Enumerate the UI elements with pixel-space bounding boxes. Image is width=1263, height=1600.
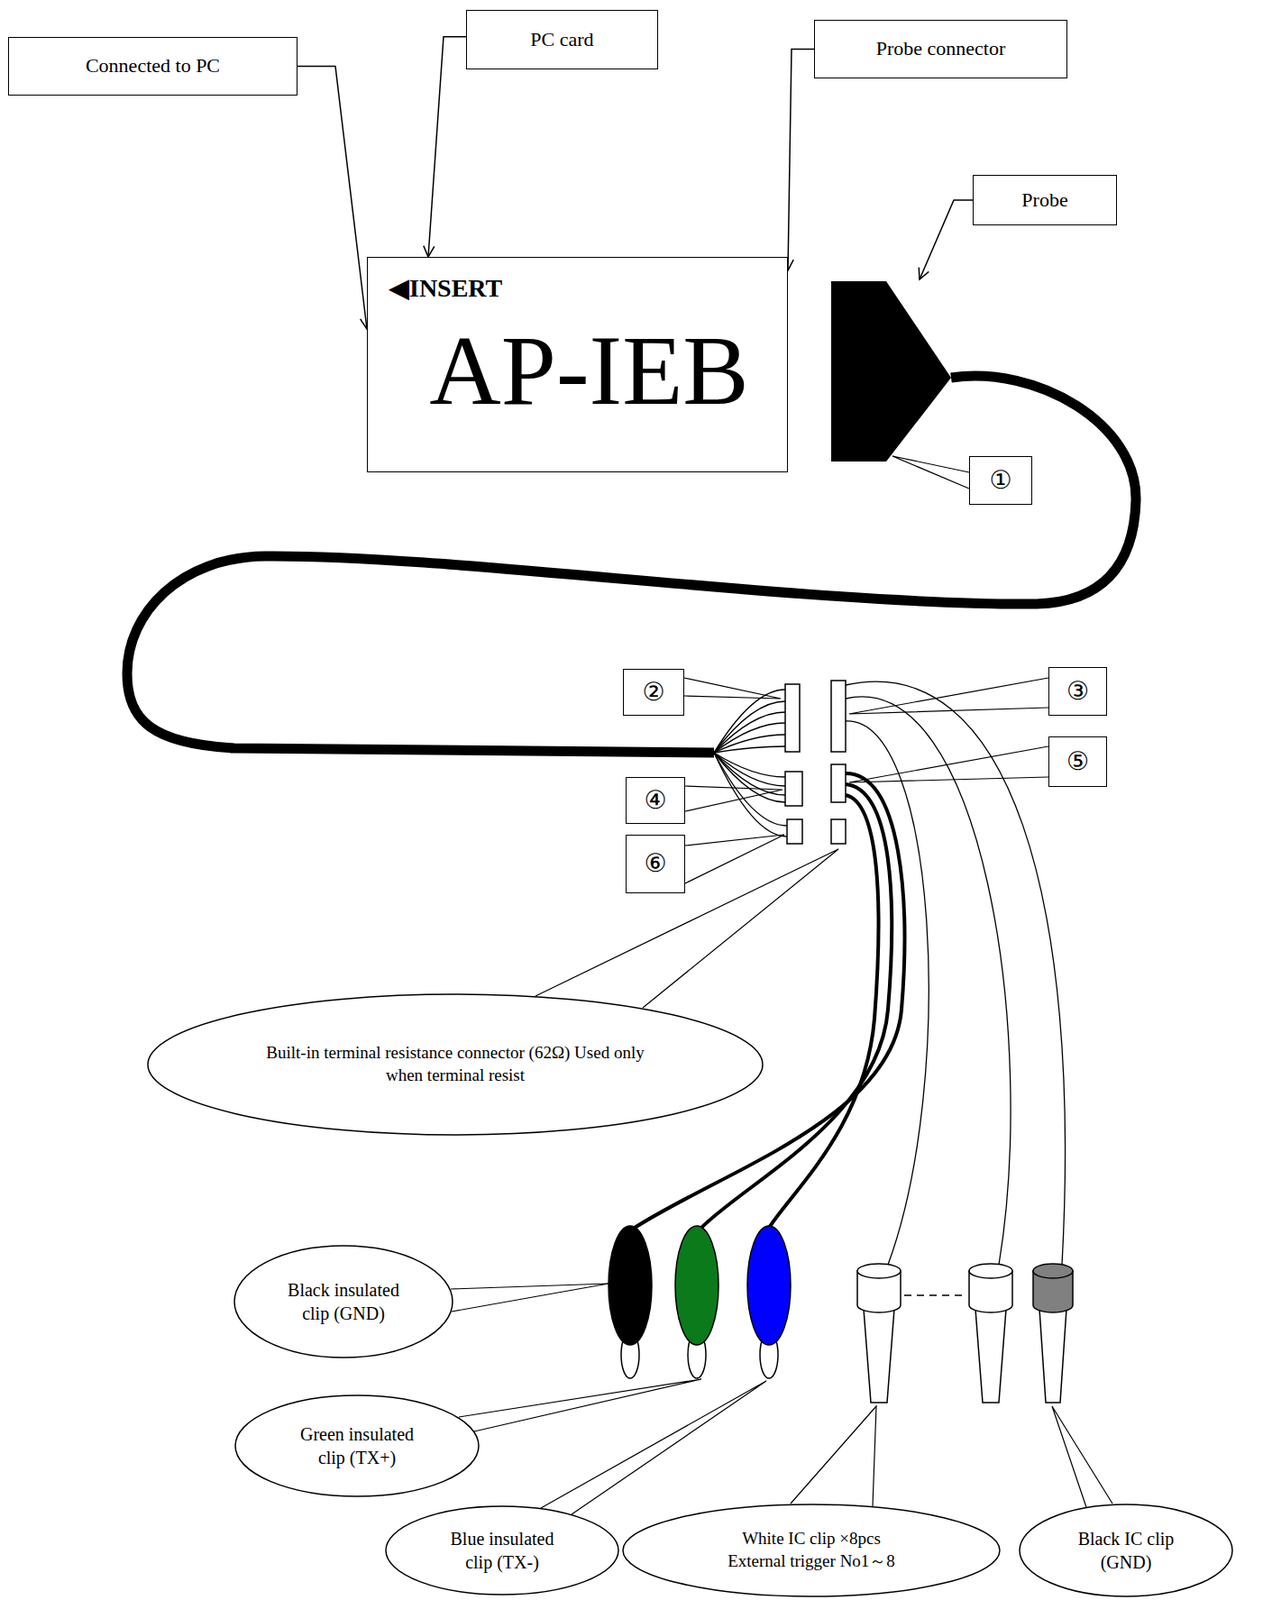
label-text: Connected to PC bbox=[85, 53, 220, 80]
ellipse-shape bbox=[234, 1245, 453, 1358]
card-name: AP-IEB bbox=[391, 320, 788, 421]
connector-2 bbox=[785, 684, 800, 752]
connector-6 bbox=[787, 819, 803, 844]
terminal-resistor-connector bbox=[831, 819, 846, 844]
label-text: Probe connector bbox=[876, 36, 1007, 63]
leader-line bbox=[892, 456, 970, 489]
callout-ellipse: Black IC clip (GND) bbox=[1018, 1503, 1234, 1598]
wire bbox=[713, 723, 786, 753]
label-box: Connected to PC bbox=[8, 36, 298, 96]
callout-ellipse: Green insulated clip (TX+) bbox=[234, 1394, 480, 1498]
note-ellipse: Built-in terminal resistance connector (… bbox=[146, 993, 764, 1136]
ellipse-shape bbox=[385, 1506, 619, 1595]
pointer-arrow bbox=[787, 49, 815, 272]
wire bbox=[701, 784, 892, 1228]
pointer-arrow bbox=[297, 66, 367, 330]
ic-clip-body bbox=[1039, 1308, 1067, 1403]
leader-line bbox=[540, 1381, 767, 1515]
callout-number: ② bbox=[622, 668, 685, 716]
wire bbox=[768, 795, 879, 1228]
label-box: PC card bbox=[466, 9, 659, 70]
wire bbox=[713, 712, 786, 753]
label-text: ⑥ bbox=[643, 847, 667, 880]
label-box: Probe connector bbox=[814, 19, 1068, 79]
leader-line bbox=[458, 1379, 702, 1432]
leader-line bbox=[849, 677, 1049, 714]
callout-text: Blue insulated clip (TX-) bbox=[439, 1527, 566, 1575]
ellipse-outline bbox=[234, 1394, 480, 1498]
connector-3 bbox=[831, 680, 846, 752]
ellipse-shape bbox=[235, 1395, 479, 1497]
green-clip bbox=[675, 1226, 719, 1346]
black-clip bbox=[608, 1226, 652, 1346]
blue-clip bbox=[747, 1226, 791, 1346]
label-text: Probe bbox=[1021, 187, 1068, 214]
insert-label: ◀INSERT bbox=[389, 272, 503, 305]
leader-line bbox=[685, 786, 783, 812]
wire bbox=[713, 752, 786, 803]
callout-text: White IC clip ×8pcs External trigger No1… bbox=[712, 1528, 911, 1573]
wire bbox=[713, 689, 786, 753]
ellipse-outline bbox=[233, 1244, 454, 1359]
ellipse-shape bbox=[1019, 1504, 1233, 1597]
probe-body bbox=[831, 281, 887, 462]
ellipse-outline bbox=[1018, 1503, 1234, 1598]
ic-clip-top bbox=[857, 1263, 901, 1279]
label-text: ② bbox=[641, 676, 665, 709]
callout-text: Built-in terminal resistance connector (… bbox=[261, 1042, 650, 1087]
label-text: ③ bbox=[1066, 675, 1090, 708]
leader-line bbox=[684, 677, 781, 699]
callout-ellipse: White IC clip ×8pcs External trigger No1… bbox=[622, 1503, 1001, 1598]
ellipse-outline bbox=[146, 993, 764, 1136]
callout-text: Black IC clip (GND) bbox=[1067, 1527, 1185, 1575]
ellipse-shape bbox=[147, 994, 763, 1135]
ic-clip-top bbox=[969, 1263, 1013, 1279]
leader-line bbox=[450, 1283, 609, 1312]
label-text: ④ bbox=[643, 784, 667, 817]
label-text: PC card bbox=[530, 27, 594, 54]
ellipse-outline bbox=[384, 1505, 620, 1596]
callout-number: ④ bbox=[625, 777, 686, 824]
ic-clip-body bbox=[863, 1308, 895, 1403]
wire bbox=[713, 734, 786, 753]
callout-number: ③ bbox=[1048, 667, 1108, 716]
leader-line bbox=[1052, 1406, 1113, 1508]
callout-text: Black insulated clip (GND) bbox=[275, 1278, 412, 1326]
wire bbox=[713, 752, 786, 787]
leader-line bbox=[849, 746, 1049, 783]
leader-line bbox=[919, 200, 973, 280]
dashed-line bbox=[904, 1294, 967, 1297]
wire bbox=[713, 701, 786, 753]
leader-line bbox=[685, 834, 785, 884]
label-box: Probe bbox=[972, 174, 1117, 226]
pc-card: ◀INSERT AP-IEB bbox=[366, 256, 788, 473]
callout-number: ① bbox=[969, 456, 1033, 505]
connector-4 bbox=[785, 771, 803, 806]
pointer-arrow bbox=[428, 36, 467, 257]
probe-taper bbox=[886, 281, 952, 462]
ellipse-shape bbox=[622, 1504, 1000, 1597]
wire bbox=[713, 752, 788, 837]
callout-number: ⑥ bbox=[625, 834, 686, 894]
label-text: ① bbox=[988, 464, 1012, 497]
leader-line bbox=[535, 849, 839, 1008]
callout-ellipse: Blue insulated clip (TX-) bbox=[384, 1505, 620, 1596]
callout-text: Green insulated clip (TX+) bbox=[289, 1422, 425, 1470]
callout-ellipse: Black insulated clip (GND) bbox=[233, 1244, 454, 1359]
ic-clip-body bbox=[975, 1308, 1007, 1403]
label-text: ⑤ bbox=[1066, 745, 1090, 778]
connector-5 bbox=[831, 764, 846, 803]
ellipse-outline bbox=[622, 1503, 1001, 1598]
wire bbox=[713, 746, 786, 753]
ic-clip-top bbox=[1033, 1263, 1073, 1279]
leader-line bbox=[790, 1406, 877, 1507]
callout-number: ⑤ bbox=[1048, 736, 1108, 788]
